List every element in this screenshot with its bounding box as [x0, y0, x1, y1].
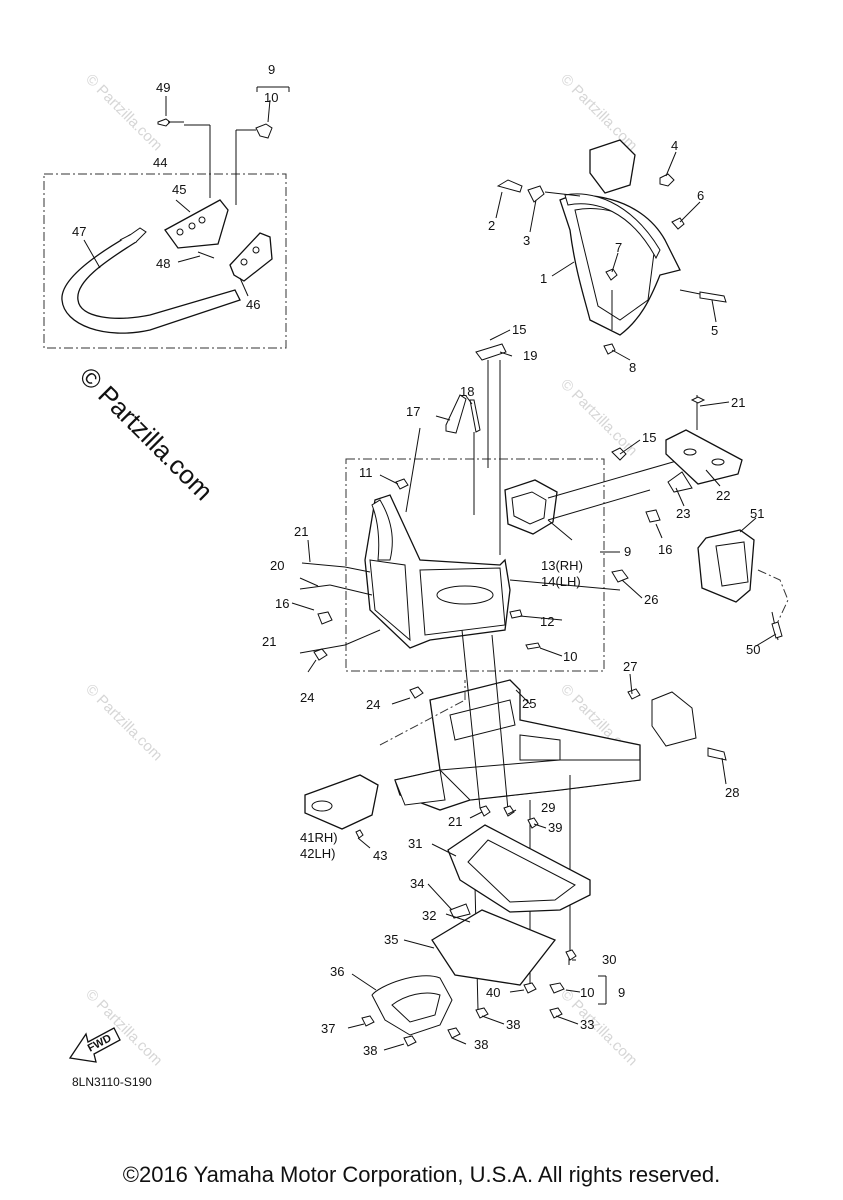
callout-13: 13(RH) — [541, 558, 583, 573]
leader-lines — [83, 96, 777, 1051]
callout-17: 17 — [406, 404, 420, 419]
callout-11: 11 — [359, 465, 373, 480]
callout-43: 43 — [373, 848, 387, 863]
callout-10: 10 — [264, 90, 278, 105]
callout-10: 10 — [563, 649, 577, 664]
watermark: © Partzilla.com — [82, 681, 165, 764]
watermark: © Partzilla.com — [557, 986, 640, 1069]
callout-8: 8 — [629, 360, 636, 375]
skid-plates-group — [361, 805, 591, 1047]
callout-38: 38 — [363, 1043, 377, 1058]
callout-5: 5 — [711, 323, 718, 338]
callout-26: 26 — [644, 592, 658, 607]
bumper-kit-group — [43, 86, 290, 349]
diagram-code: 8LN3110-S190 — [72, 1075, 152, 1089]
callout-44: 44 — [153, 155, 167, 170]
callout-51: 51 — [750, 506, 764, 521]
callout-24: 24 — [300, 690, 314, 705]
callout-16: 16 — [658, 542, 672, 557]
callout-21: 21 — [262, 634, 276, 649]
callout-19: 19 — [523, 348, 537, 363]
callout-33: 33 — [580, 1017, 594, 1032]
callout-4: 4 — [671, 138, 678, 153]
callout-41: 41RH) — [300, 830, 338, 845]
callout-15: 15 — [512, 322, 526, 337]
callout-27: 27 — [623, 659, 637, 674]
callout-49: 49 — [156, 80, 170, 95]
callout-40: 40 — [486, 985, 500, 1000]
callout-46: 46 — [246, 297, 260, 312]
callout-38: 38 — [506, 1017, 520, 1032]
callout-23: 23 — [676, 506, 690, 521]
callout-14: 14(LH) — [541, 574, 581, 589]
callout-20: 20 — [270, 558, 284, 573]
callout-28: 28 — [725, 785, 739, 800]
front-guard-group — [496, 139, 727, 355]
callout-36: 36 — [330, 964, 344, 979]
lower-frame-group — [304, 629, 727, 1011]
callout-42: 42LH) — [300, 846, 335, 861]
callout-15: 15 — [642, 430, 656, 445]
callout-48: 48 — [156, 256, 170, 271]
side-panels-group — [665, 395, 789, 641]
callout-25: 25 — [522, 696, 536, 711]
callout-29: 29 — [541, 800, 555, 815]
callout-22: 22 — [716, 488, 730, 503]
callout-37: 37 — [321, 1021, 335, 1036]
watermark: © Partzilla.com — [557, 376, 640, 459]
callout-16: 16 — [275, 596, 289, 611]
fwd-arrow-icon: FWD — [68, 1027, 121, 1063]
callout-39: 39 — [548, 820, 562, 835]
callout-10: 10 — [580, 985, 594, 1000]
callout-34: 34 — [410, 876, 424, 891]
callout-31: 31 — [408, 836, 422, 851]
callout-35: 35 — [384, 932, 398, 947]
copyright-notice: ©2016 Yamaha Motor Corporation, U.S.A. A… — [122, 1162, 721, 1187]
watermark-large: © Partzilla.com — [74, 361, 219, 506]
callout-7: 7 — [615, 240, 622, 255]
callouts: 49 9 10 44 45 47 48 46 4 6 2 3 7 1 5 8 1… — [72, 62, 764, 1058]
callout-50: 50 — [746, 642, 760, 657]
callout-2: 2 — [488, 218, 495, 233]
center-frame-group — [299, 343, 681, 699]
callout-38: 38 — [474, 1037, 488, 1052]
callout-9: 9 — [618, 985, 625, 1000]
callout-47: 47 — [72, 224, 86, 239]
callout-21: 21 — [731, 395, 745, 410]
callout-9: 9 — [624, 544, 631, 559]
watermark: © Partzilla.com — [82, 71, 165, 154]
callout-9: 9 — [268, 62, 275, 77]
callout-3: 3 — [523, 233, 530, 248]
callout-21: 21 — [294, 524, 308, 539]
callout-6: 6 — [697, 188, 704, 203]
callout-32: 32 — [422, 908, 436, 923]
callout-18: 18 — [460, 384, 474, 399]
callout-45: 45 — [172, 182, 186, 197]
callout-24: 24 — [366, 697, 380, 712]
callout-1: 1 — [540, 271, 547, 286]
callout-21: 21 — [448, 814, 462, 829]
callout-12: 12 — [540, 614, 554, 629]
callout-30: 30 — [602, 952, 616, 967]
watermark: © Partzilla.com — [557, 71, 640, 154]
